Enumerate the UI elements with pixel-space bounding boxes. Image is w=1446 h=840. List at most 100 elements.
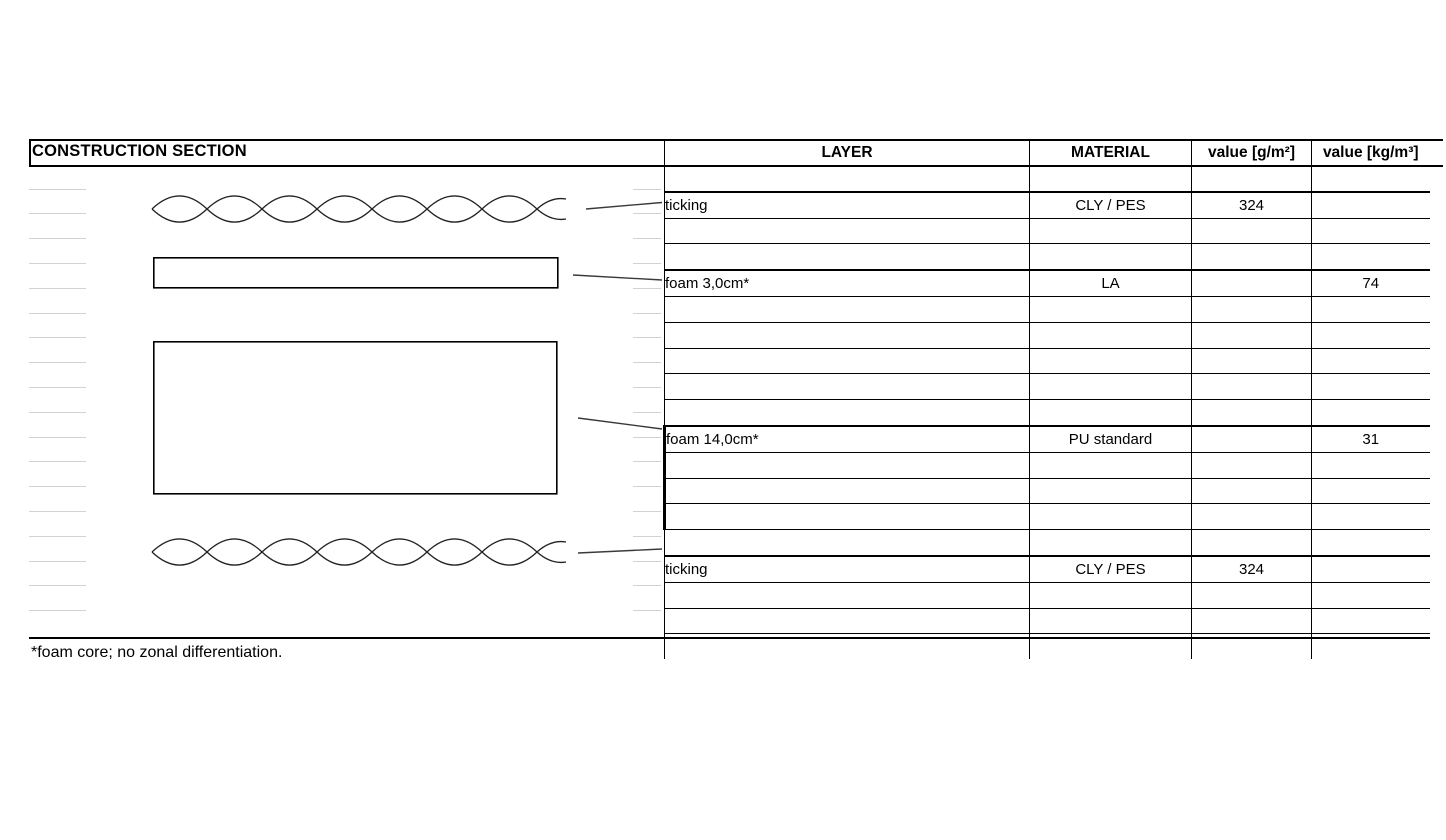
faint-gridline <box>29 188 86 190</box>
faint-gridline <box>633 263 661 264</box>
cell-value_kgm3 <box>1311 373 1430 400</box>
cell-layer <box>664 529 1030 556</box>
cell-layer <box>664 633 1030 660</box>
faint-gridline <box>633 560 661 562</box>
cell-value_kgm3 <box>1311 217 1430 244</box>
cell-material <box>1029 399 1192 426</box>
cell-material <box>1029 373 1192 400</box>
faint-gridline <box>29 436 86 438</box>
cell-value_gm2 <box>1191 529 1312 556</box>
cell-layer <box>664 243 1030 271</box>
faint-gridline <box>633 511 661 512</box>
cell-value_gm2 <box>1191 477 1312 504</box>
cell-value_kgm3 <box>1311 295 1430 323</box>
cell-value_gm2 <box>1191 217 1312 244</box>
col-header-layer: LAYER <box>664 140 1030 166</box>
header-left-border <box>29 139 31 167</box>
cell-material <box>1029 529 1192 556</box>
table-row <box>664 399 1430 426</box>
table-row <box>664 529 1430 556</box>
cell-value_kgm3 <box>1311 321 1430 349</box>
cell-material <box>1029 633 1192 660</box>
cell-value_kgm3 <box>1311 581 1430 609</box>
sheet-top-border <box>29 139 1443 141</box>
cell-value_kgm3: 74 <box>1311 269 1430 297</box>
cell-value_gm2 <box>1191 321 1312 349</box>
cell-value_gm2: 324 <box>1191 190 1312 219</box>
cell-value_kgm3 <box>1311 190 1430 219</box>
cell-layer: ticking <box>664 190 1030 219</box>
cell-material <box>1029 217 1192 244</box>
cell-value_kgm3 <box>1311 607 1430 634</box>
cell-value_gm2 <box>1191 581 1312 609</box>
faint-gridline <box>29 610 86 612</box>
table-row <box>663 477 1430 504</box>
cell-value_gm2: 324 <box>1191 554 1312 583</box>
cell-layer: foam 3,0cm* <box>664 269 1030 297</box>
leader-line-ticking-top <box>585 201 663 210</box>
table-row <box>664 581 1430 609</box>
cell-material <box>1029 347 1192 374</box>
faint-gridline <box>29 560 86 562</box>
cell-value_gm2 <box>1191 607 1312 634</box>
table-row <box>664 321 1430 349</box>
cell-value_gm2 <box>1191 347 1312 374</box>
cell-value_kgm3 <box>1311 529 1430 556</box>
table-row <box>664 633 1430 660</box>
cell-value_kgm3 <box>1311 503 1430 530</box>
faint-gridline <box>633 287 661 289</box>
faint-gridline <box>29 287 86 289</box>
cell-layer: ticking <box>664 554 1030 583</box>
table-row <box>664 607 1430 634</box>
col-header-value-kgm3: value [kg/m³] <box>1311 140 1430 166</box>
table-row <box>664 243 1430 271</box>
faint-gridline <box>29 312 86 314</box>
faint-gridline <box>29 362 86 364</box>
ticking-wave-bottom <box>151 538 567 566</box>
cell-value_gm2 <box>1191 633 1312 660</box>
table-header-row: LAYER MATERIAL value [g/m²] value [kg/m³… <box>664 140 1430 166</box>
cell-layer: foam 14,0cm* <box>663 424 1030 453</box>
faint-gridline <box>633 362 661 364</box>
faint-gridline <box>633 337 661 339</box>
faint-gridline <box>633 535 661 537</box>
leader-line-foam-3cm <box>572 274 663 281</box>
cell-value_gm2 <box>1191 503 1312 530</box>
col-header-value-gm2: value [g/m²] <box>1191 140 1312 166</box>
cell-value_gm2 <box>1191 399 1312 426</box>
table-row <box>664 373 1430 400</box>
faint-gridline <box>633 387 661 388</box>
table-row <box>664 347 1430 374</box>
cell-material <box>1029 477 1192 504</box>
table-row <box>664 166 1430 192</box>
faint-gridline <box>633 238 661 240</box>
faint-gridline <box>633 436 661 438</box>
table-row <box>664 217 1430 244</box>
cell-layer <box>664 347 1030 374</box>
footnote: *foam core; no zonal differentiation. <box>31 644 283 661</box>
cell-value_kgm3 <box>1311 347 1430 374</box>
cell-material: CLY / PES <box>1029 190 1192 219</box>
table-row <box>663 503 1430 530</box>
cell-value_kgm3: 31 <box>1311 424 1430 453</box>
cell-layer <box>664 295 1030 323</box>
cell-value_gm2 <box>1191 373 1312 400</box>
faint-gridline <box>29 387 86 388</box>
cell-value_gm2 <box>1191 424 1312 453</box>
faint-gridline <box>633 188 661 190</box>
cell-value_gm2 <box>1191 451 1312 479</box>
cell-material <box>1029 295 1192 323</box>
cell-material <box>1029 451 1192 479</box>
cell-layer <box>664 166 1030 192</box>
cell-layer <box>664 321 1030 349</box>
cell-layer <box>664 217 1030 244</box>
faint-gridline <box>633 312 661 314</box>
faint-gridline <box>29 535 86 537</box>
cell-layer <box>663 477 1030 504</box>
cell-value_kgm3 <box>1311 633 1430 660</box>
table-row <box>663 451 1430 479</box>
faint-gridline <box>29 263 86 264</box>
cell-layer <box>663 503 1030 530</box>
